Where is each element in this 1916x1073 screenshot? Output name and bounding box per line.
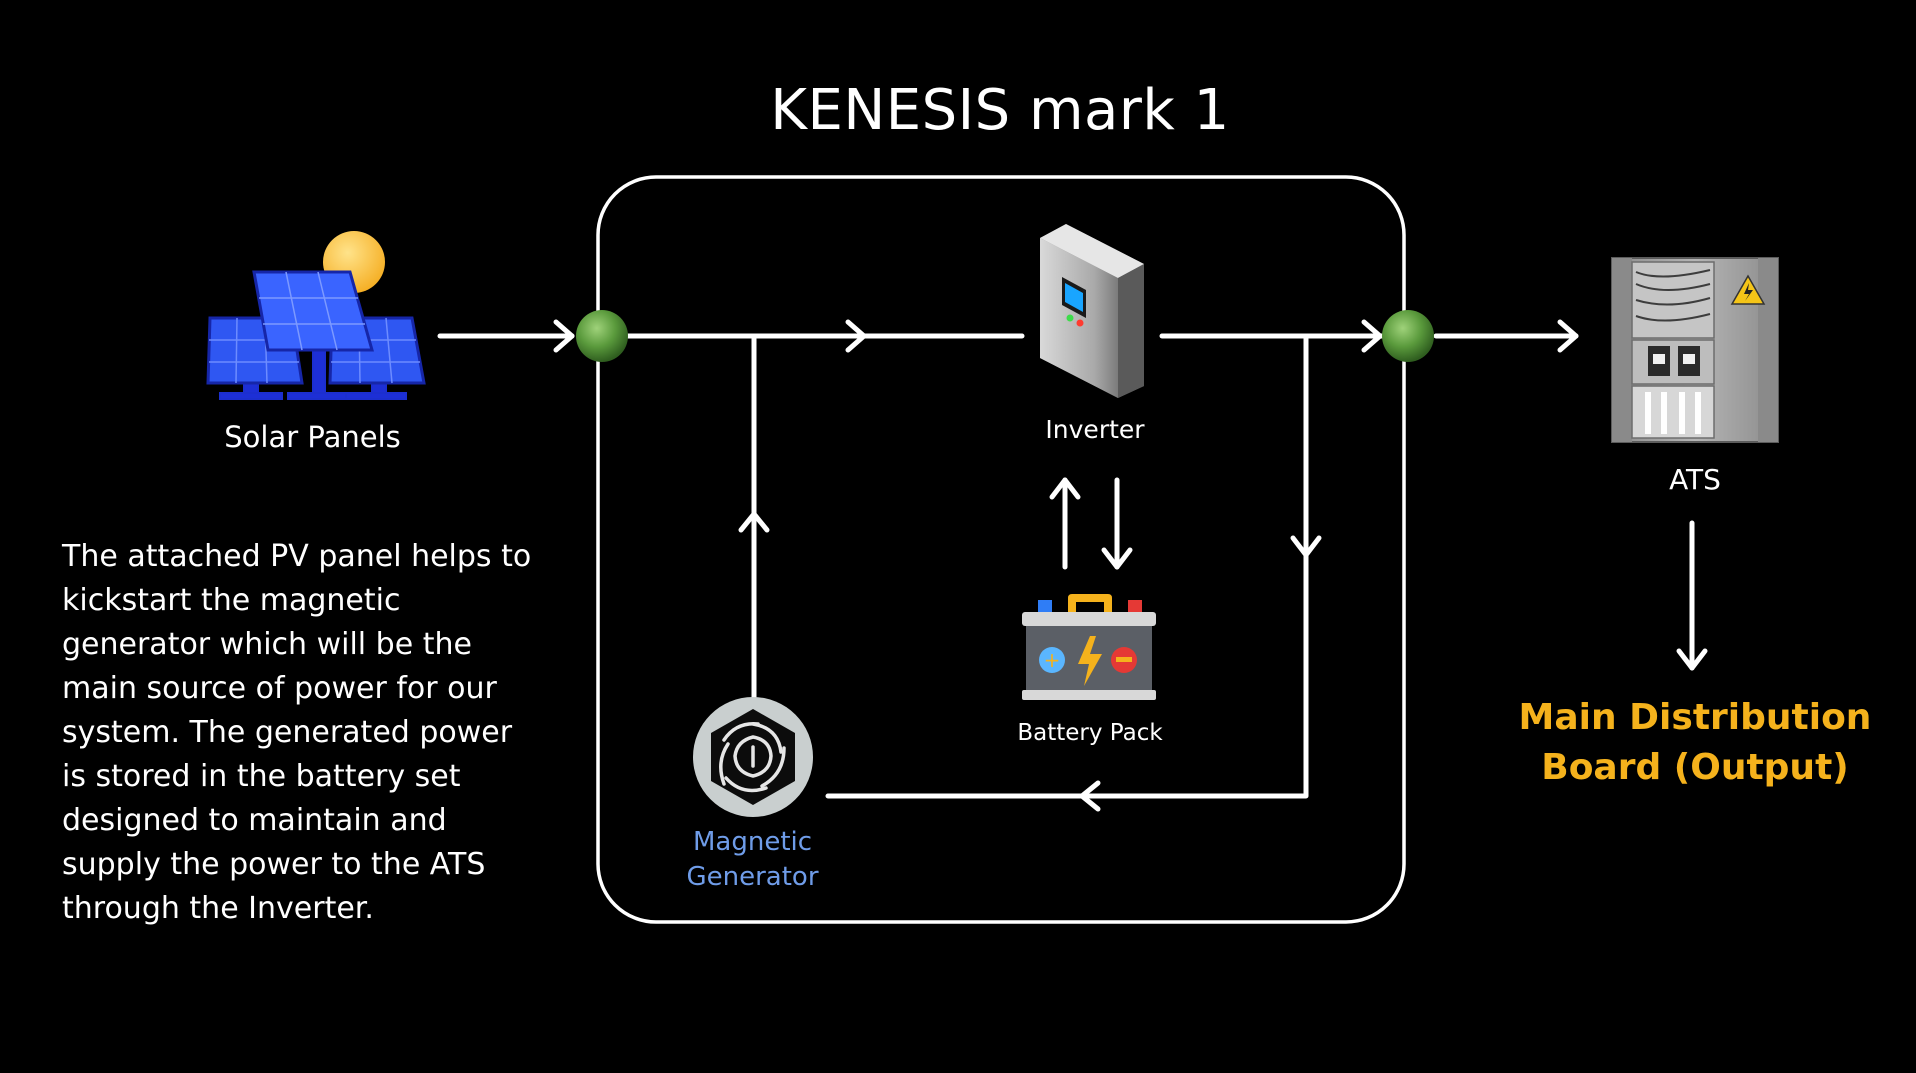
ats-label: ATS xyxy=(1669,463,1721,496)
description-text: The attached PV panel helps to kickstart… xyxy=(62,539,532,926)
output-junction xyxy=(1382,310,1434,362)
solar-panel-icon xyxy=(206,231,426,400)
arrowhead-inverter-junction xyxy=(1361,319,1383,353)
battery-pack-label: Battery Pack xyxy=(1017,720,1163,746)
arrowhead-junction-ats xyxy=(1557,319,1579,353)
inverter-label: Inverter xyxy=(1045,415,1145,444)
arrowhead-inverter-battery xyxy=(1101,547,1133,570)
magnetic-generator-label: Magnetic Generator xyxy=(686,827,819,892)
magnetic-generator-icon xyxy=(693,697,813,817)
arrowhead-loop-down xyxy=(1290,535,1322,558)
main-distribution-board-label: Main Distribution Board (Output) xyxy=(1518,697,1872,788)
svg-text:+: + xyxy=(1044,648,1061,672)
arrowhead-junction-inverter xyxy=(845,319,867,353)
arrowhead-generator-up xyxy=(738,511,770,533)
arrowhead-solar-junction xyxy=(553,319,575,353)
arrowhead-battery-inverter xyxy=(1049,477,1081,500)
battery-icon: + xyxy=(1022,594,1156,700)
solar-panels-label: Solar Panels xyxy=(224,420,401,454)
ats-cabinet-icon xyxy=(1611,257,1779,443)
page-title: KENESIS mark 1 xyxy=(770,78,1230,143)
arrowhead-ats-output xyxy=(1676,648,1708,671)
inverter-icon xyxy=(1040,224,1144,398)
edge-loop-to-generator xyxy=(825,333,1309,799)
arrowhead-loop-left xyxy=(1079,780,1101,812)
input-junction xyxy=(576,310,628,362)
system-boundary xyxy=(596,175,1406,924)
